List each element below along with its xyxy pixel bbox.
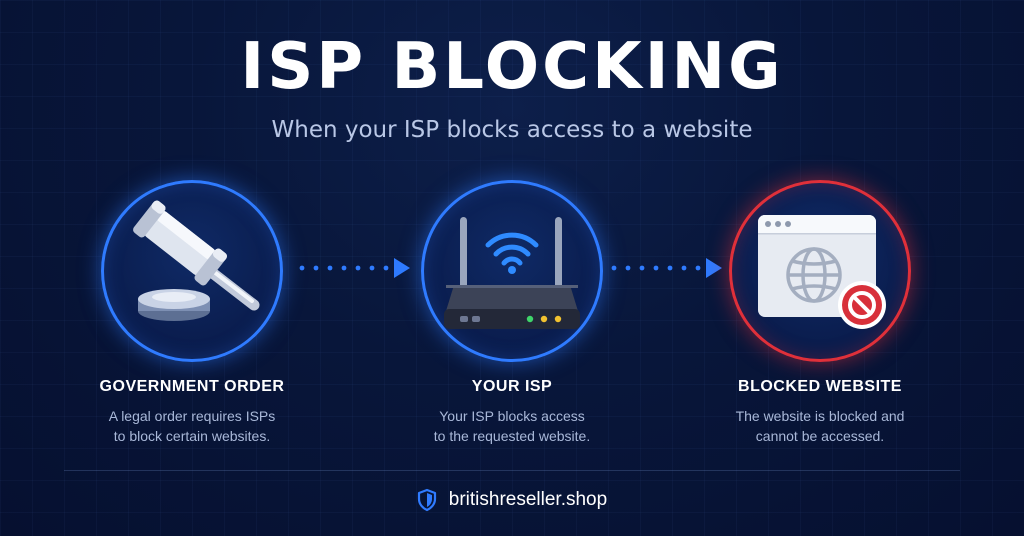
step-government-order: GOVERNMENT ORDER A legal order requires … [62, 180, 322, 446]
desc-line: to block certain websites. [113, 428, 271, 444]
router-circle [421, 180, 603, 362]
gavel-circle [101, 180, 283, 362]
desc-line: Your ISP blocks access [439, 408, 585, 424]
step-title-your-isp: YOUR ISP [471, 378, 553, 395]
step-desc-your-isp: Your ISP blocks access to the requested … [382, 406, 642, 446]
gavel-icon [133, 200, 260, 321]
footer: britishreseller.shop [0, 488, 1024, 512]
desc-line: The website is blocked and [735, 408, 905, 424]
step-desc-government-order: A legal order requires ISPs to block cer… [62, 406, 322, 446]
desc-line: A legal order requires ISPs [108, 408, 276, 424]
step-blocked-website: BLOCKED WEBSITE The website is blocked a… [690, 180, 950, 446]
blocked-website-icon [758, 215, 886, 329]
globe-icon [786, 247, 842, 303]
arrow-right-icon [299, 258, 410, 278]
step-your-isp: YOUR ISP Your ISP blocks access to the r… [382, 180, 642, 446]
router-icon [444, 217, 580, 329]
arrow-right-icon [611, 258, 722, 278]
step-desc-blocked-website: The website is blocked and cannot be acc… [690, 406, 950, 446]
blocked-icon [838, 281, 886, 329]
blocked-website-circle [729, 180, 911, 362]
desc-line: cannot be accessed. [755, 428, 885, 444]
footer-divider [64, 470, 960, 471]
desc-line: to the requested website. [433, 428, 591, 444]
shield-icon [417, 488, 436, 512]
page-title: ISP BLOCKING [240, 30, 784, 104]
wifi-icon [485, 232, 539, 266]
step-title-government-order: GOVERNMENT ORDER [99, 378, 285, 395]
step-title-blocked-website: BLOCKED WEBSITE [738, 378, 902, 395]
page-subtitle: When your ISP blocks access to a website [271, 117, 753, 143]
footer-domain-link[interactable]: britishreseller.shop [448, 489, 608, 510]
